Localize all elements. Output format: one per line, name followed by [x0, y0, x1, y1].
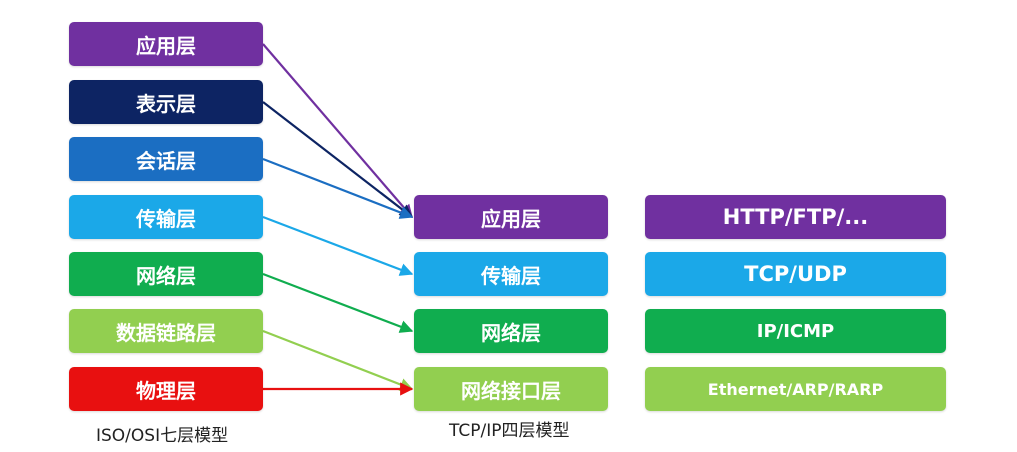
- tcpip-layer-network: 网络层: [414, 309, 608, 353]
- protocol-application: HTTP/FTP/...: [645, 195, 946, 239]
- tcpip-layer-label: 网络层: [481, 320, 541, 345]
- osi-layer-data-link: 数据链路层: [69, 309, 263, 353]
- protocol-transport: TCP/UDP: [645, 252, 946, 296]
- osi-layer-presentation: 表示层: [69, 80, 263, 124]
- osi-layer-label: 会话层: [136, 148, 196, 173]
- mapping-arrow: [262, 215, 414, 276]
- tcpip-layer-network-interface: 网络接口层: [414, 367, 608, 411]
- protocol-label: HTTP/FTP/...: [722, 205, 869, 229]
- mapping-arrow: [262, 329, 414, 391]
- mapping-arrow: [262, 43, 413, 219]
- osi-layer-physical: 物理层: [69, 367, 263, 411]
- protocol-label: IP/ICMP: [756, 320, 835, 342]
- osi-layer-session: 会话层: [69, 137, 263, 181]
- tcpip-layer-label: 应用层: [481, 206, 541, 231]
- osi-layer-label: 传输层: [136, 206, 196, 231]
- osi-layer-label: 物理层: [136, 378, 196, 403]
- mapping-arrow: [262, 101, 414, 218]
- osi-layer-label: 网络层: [136, 263, 196, 288]
- protocol-label: Ethernet/ARP/RARP: [707, 379, 884, 399]
- osi-model-caption: ISO/OSI七层模型: [96, 426, 229, 446]
- protocol-label: TCP/UDP: [744, 262, 847, 286]
- osi-layer-application: 应用层: [69, 22, 263, 66]
- tcpip-layer-application: 应用层: [414, 195, 608, 239]
- protocol-network: IP/ICMP: [645, 309, 946, 353]
- tcpip-layer-label: 传输层: [481, 263, 541, 288]
- tcpip-layer-label: 网络接口层: [461, 378, 561, 403]
- mapping-arrow: [262, 157, 414, 219]
- tcpip-model-caption: TCP/IP四层模型: [449, 421, 570, 441]
- osi-layer-network: 网络层: [69, 252, 263, 296]
- mapping-arrow: [262, 272, 414, 333]
- osi-layer-transport: 传输层: [69, 195, 263, 239]
- osi-layer-label: 数据链路层: [116, 320, 216, 345]
- osi-layer-label: 表示层: [136, 91, 196, 116]
- tcpip-layer-transport: 传输层: [414, 252, 608, 296]
- osi-layer-label: 应用层: [136, 33, 196, 58]
- protocol-network-interface: Ethernet/ARP/RARP: [645, 367, 946, 411]
